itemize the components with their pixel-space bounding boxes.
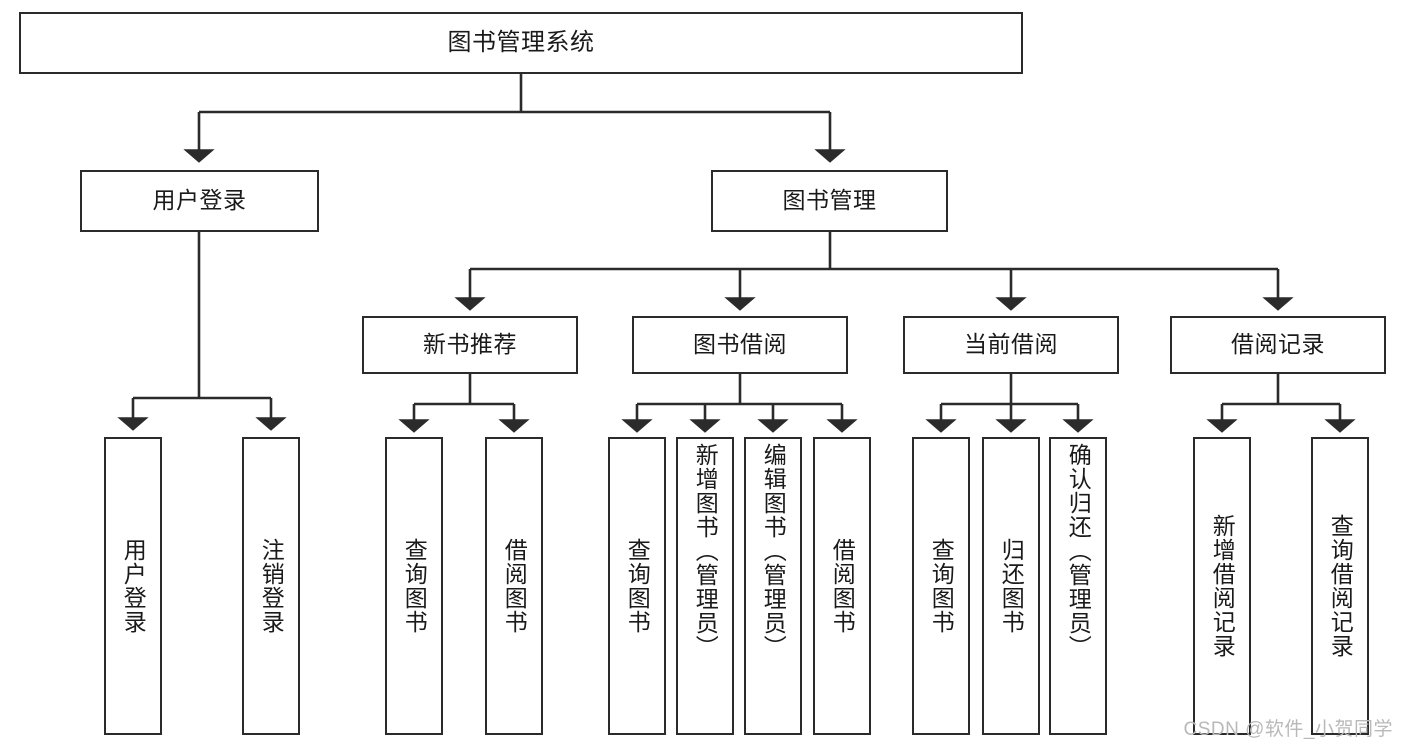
node-label: 查询图书 [624,538,651,634]
node-label: 当前借阅 [964,331,1058,358]
node-leaf-borrow-book-1[interactable]: 借阅图书 [485,437,543,735]
node-label: 注销登录 [258,538,285,634]
node-label: 确认归还（管理员） [1065,443,1092,659]
node-leaf-query-book-3[interactable]: 查询图书 [912,437,970,735]
node-leaf-confirm-return[interactable]: 确认归还（管理员） [1049,437,1107,735]
node-label: 用户登录 [120,538,147,634]
node-user-login[interactable]: 用户登录 [80,170,319,232]
node-label: 编辑图书（管理员） [760,443,787,659]
node-new-book-recommend[interactable]: 新书推荐 [362,316,578,374]
node-borrow-record[interactable]: 借阅记录 [1170,316,1386,374]
node-root-book-management-system[interactable]: 图书管理系统 [19,12,1023,74]
edge-root-to-level1 [183,74,846,163]
node-leaf-add-record[interactable]: 新增借阅记录 [1193,437,1251,735]
node-label: 用户登录 [152,187,247,214]
csdn-watermark: CSDN @软件_小贺同学 [1183,719,1393,740]
node-label: 图书借阅 [693,331,787,358]
edge-current-borrow-to-leaves [925,374,1094,433]
node-label: 查询借阅记录 [1327,514,1354,658]
node-leaf-borrow-book-2[interactable]: 借阅图书 [813,437,871,735]
edge-new-book-recommend-to-leaves [398,374,530,433]
node-label: 查询图书 [401,538,428,634]
node-label: 借阅记录 [1231,331,1325,358]
node-label: 借阅图书 [501,538,528,634]
node-label: 图书管理 [782,187,877,214]
node-label: 新书推荐 [423,331,517,358]
node-current-borrow[interactable]: 当前借阅 [903,316,1119,374]
node-label: 查询图书 [928,538,955,634]
node-leaf-add-book[interactable]: 新增图书（管理员） [676,437,734,735]
node-leaf-query-book-2[interactable]: 查询图书 [608,437,666,735]
node-label: 图书管理系统 [447,28,595,56]
edge-book-borrow-to-leaves [621,374,858,433]
edge-book-management-to-level2 [454,232,1294,311]
edge-user-login-to-leaves [117,232,287,431]
node-label: 新增图书（管理员） [692,443,719,659]
edge-borrow-record-to-leaves [1206,374,1356,433]
node-label: 归还图书 [998,538,1025,634]
node-book-management[interactable]: 图书管理 [711,170,948,232]
node-book-borrow[interactable]: 图书借阅 [632,316,848,374]
node-leaf-query-record[interactable]: 查询借阅记录 [1311,437,1369,735]
node-leaf-edit-book[interactable]: 编辑图书（管理员） [744,437,802,735]
node-leaf-logout-login[interactable]: 注销登录 [242,437,300,735]
node-leaf-query-book-1[interactable]: 查询图书 [385,437,443,735]
node-leaf-return-book[interactable]: 归还图书 [982,437,1040,735]
node-leaf-user-login[interactable]: 用户登录 [104,437,162,735]
node-label: 新增借阅记录 [1209,514,1236,658]
node-label: 借阅图书 [829,538,856,634]
